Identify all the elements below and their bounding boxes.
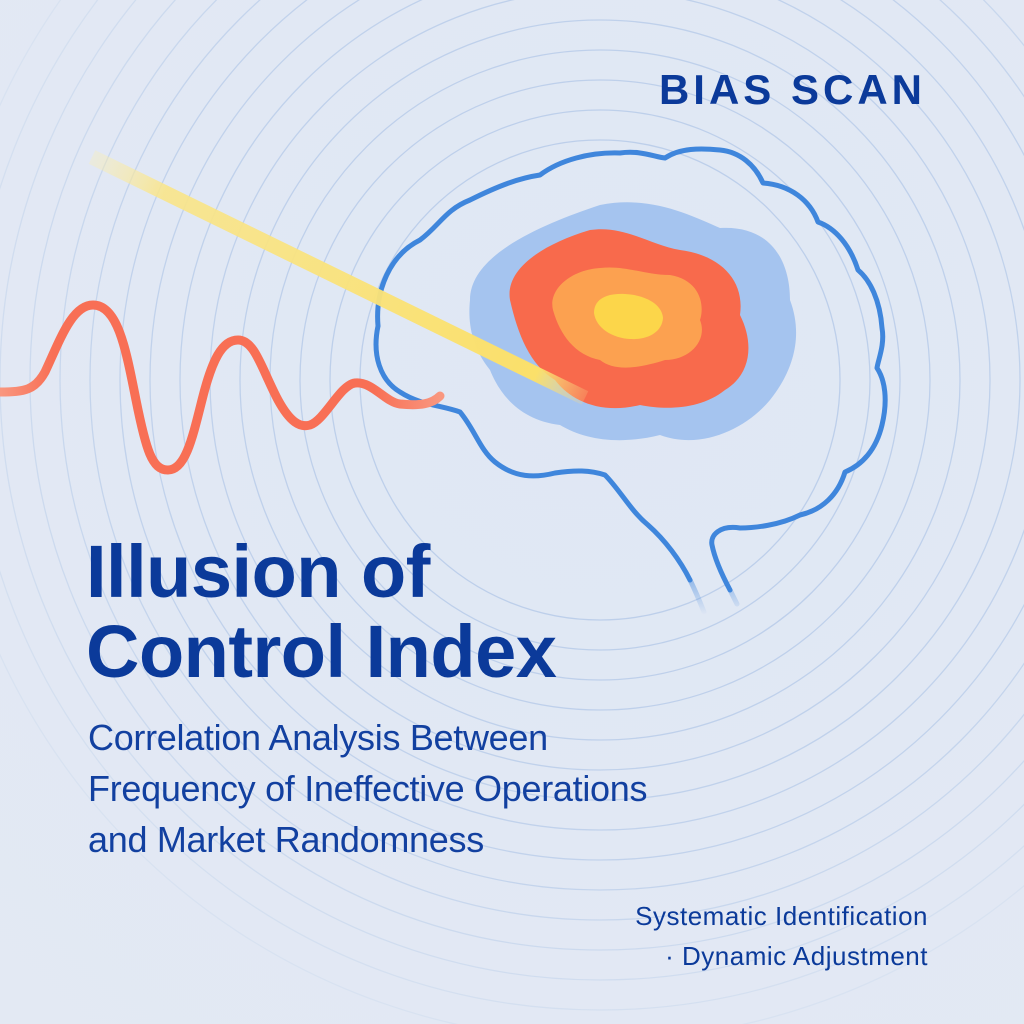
light-beam-icon — [88, 150, 589, 405]
tagline: Systematic Identification · Dynamic Adju… — [635, 896, 928, 976]
heatmap-blob-icon — [469, 202, 797, 441]
subtitle: Correlation Analysis Between Frequency o… — [88, 712, 647, 865]
brain-outline-icon — [373, 146, 888, 615]
subtitle-line-1: Correlation Analysis Between — [88, 717, 548, 758]
subtitle-line-2: Frequency of Ineffective Operations — [88, 768, 648, 809]
subtitle-line-3: and Market Randomness — [88, 819, 484, 860]
title-line-2: Control Index — [86, 610, 557, 693]
tagline-line-2: · Dynamic Adjustment — [665, 941, 928, 971]
brand-label: BIAS SCAN — [658, 66, 926, 113]
page-title: Illusion of Control Index — [86, 530, 557, 693]
signal-wave-icon — [0, 300, 445, 475]
tagline-line-1: Systematic Identification — [635, 901, 928, 931]
title-line-1: Illusion of — [86, 530, 430, 613]
